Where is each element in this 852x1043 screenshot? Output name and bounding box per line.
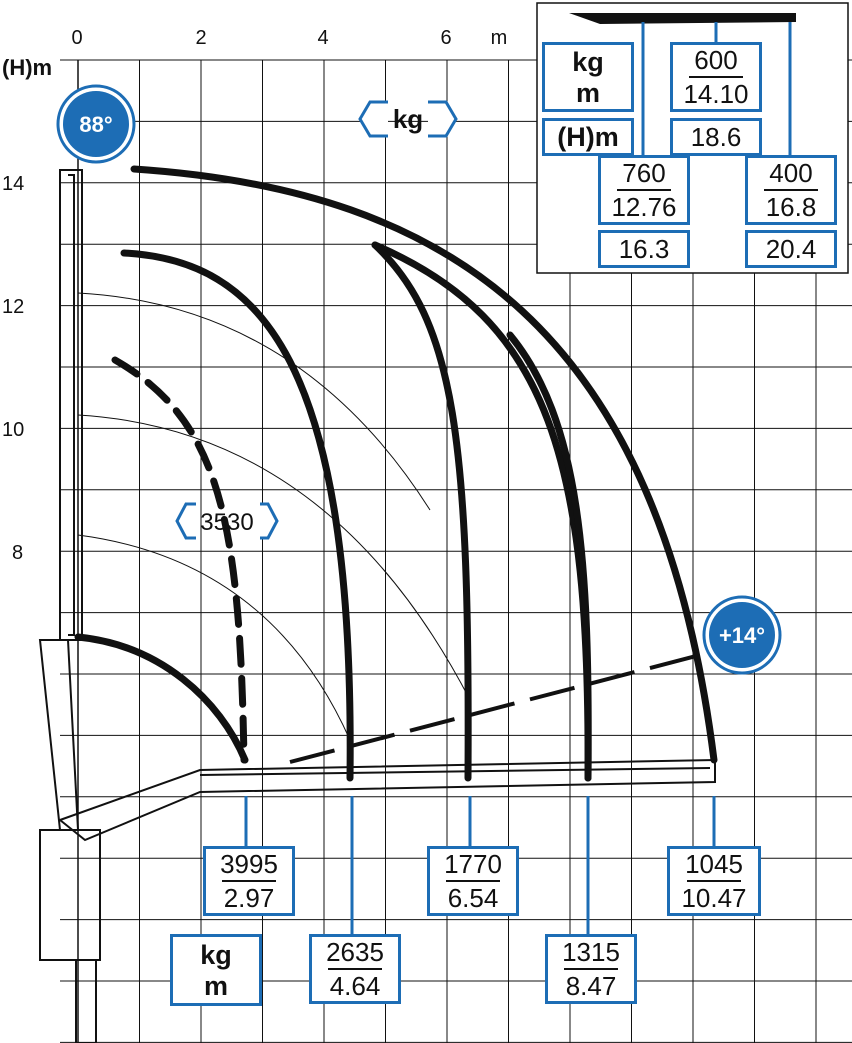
fraction-bar [222,880,276,882]
load-box-1-m: 2.97 [223,883,275,913]
crane-column-inner [68,174,75,636]
crane-base [39,829,101,961]
y-axis-labels: (H)m 14 12 10 8 [2,55,52,564]
inset-legend-h-label: (H)m [557,122,619,152]
reach-arc-3 [77,534,351,741]
inset-legend-m: m [575,77,600,108]
inset-ext1-h: 18.6 [690,121,742,152]
load-curve-1 [74,633,249,764]
inset-ext3-h: 20.4 [765,233,817,264]
x-tick-0: 0 [71,27,82,49]
load-box-4-m: 8.47 [565,971,617,1001]
inset-ext2-h: 16.3 [618,233,670,264]
y-unit: (H)m [2,55,52,80]
inset-legend-kg: kg [572,46,604,77]
leader-lines [228,796,716,1000]
inset-legend-h: (H)m [542,118,634,156]
crane-boom-inner [199,767,711,776]
load-curve-5 [506,331,592,782]
boom-line-14deg [289,653,701,764]
crane-mast [75,959,97,1043]
load-box-3: 1770 6.54 [427,846,519,916]
inset-ext2-kg: 760 [622,158,666,188]
reach-arcs [77,292,471,741]
load-box-1-kg: 3995 [220,849,278,879]
y-tick-14: 14 [2,173,24,195]
inset-ext1-m: 14.10 [683,79,749,109]
load-tag-label: 3530 [200,509,253,536]
badge-14deg-label: +14° [719,623,765,648]
crane-silhouette [38,169,716,1043]
inset-box-ext2: 760 12.76 [598,155,690,225]
badge-88deg: 88° [56,84,136,164]
load-box-2-kg: 2635 [326,937,384,967]
load-box-3-kg: 1770 [444,849,502,879]
x-tick-4: 4 [317,27,328,49]
load-box-5-m: 10.47 [681,883,747,913]
x-tick-6: 6 [440,27,451,49]
load-curve-4 [371,241,592,782]
fraction-bar [686,880,742,882]
badge-14deg: +14° [702,595,782,675]
y-tick-12: 12 [2,296,24,318]
reach-arc-1 [77,292,431,511]
load-curve-dashed [111,356,248,764]
legend-kg: kg [200,939,232,970]
load-box-1: 3995 2.97 [203,846,295,916]
badge-88deg-label: 88° [79,112,112,137]
fraction-bar [617,189,671,191]
fraction-bar [764,189,818,191]
load-box-4-kg: 1315 [562,937,620,967]
kg-tag: kg [358,100,458,138]
fraction-bar [446,880,500,882]
reach-arc-2 [77,414,471,701]
load-box-2: 2635 4.64 [309,934,401,1004]
fraction-bar [564,968,618,970]
y-tick-8: 8 [12,542,23,564]
x-axis-labels: 0 2 4 6 m [71,27,507,49]
load-curve-3 [371,241,472,782]
crane-column [59,169,83,641]
legend-m: m [203,970,228,1001]
load-box-3-m: 6.54 [447,883,499,913]
kg-tag-label: kg [393,104,423,134]
load-tag: 3530 [175,502,279,540]
load-curves [74,165,718,782]
fraction-bar [689,76,743,78]
inset-box-ext3-h: 20.4 [745,230,837,268]
load-box-5: 1045 10.47 [667,846,761,916]
inset-ext1-kg: 600 [694,45,738,75]
x-tick-2: 2 [195,27,206,49]
y-tick-10: 10 [2,419,24,441]
legend-kg-m: kg m [170,934,262,1006]
inset-box-ext2-h: 16.3 [598,230,690,268]
inset-box-ext3: 400 16.8 [745,155,837,225]
inset-ext2-m: 12.76 [611,192,677,222]
inset-legend-kg-m: kg m [542,42,634,112]
load-curve-outer [130,165,718,764]
inset-box-ext1: 600 14.10 [670,42,762,112]
crane-boom-arm [57,758,716,842]
inset-ext3-kg: 400 [769,158,813,188]
load-curve-2 [120,249,354,782]
inset-box-ext1-h: 18.6 [670,118,762,156]
load-box-2-m: 4.64 [329,971,381,1001]
x-unit: m [491,27,508,49]
load-box-5-kg: 1045 [685,849,743,879]
inset-boom [569,13,796,156]
fraction-bar [328,968,382,970]
load-box-4: 1315 8.47 [545,934,637,1004]
inset-ext3-m: 16.8 [765,192,817,222]
crane-lower-arm [38,639,80,831]
